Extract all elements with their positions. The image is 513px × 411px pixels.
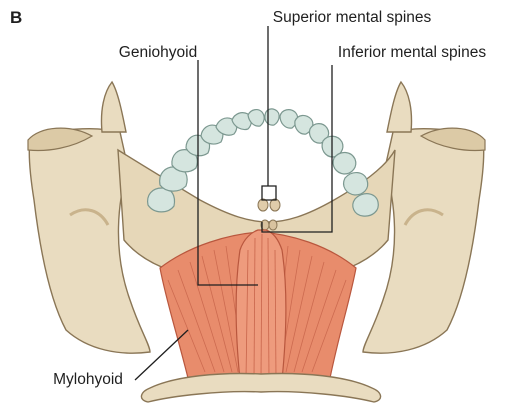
label-geniohyoid: Geniohyoid bbox=[119, 44, 197, 61]
label-superior-mental-spines: Superior mental spines bbox=[273, 9, 432, 26]
panel-letter: B bbox=[10, 8, 22, 27]
label-mylohyoid: Mylohyoid bbox=[53, 371, 123, 388]
label-inferior-mental-spines: Inferior mental spines bbox=[338, 44, 486, 61]
mental-spines bbox=[258, 199, 280, 230]
hyoid-bone bbox=[141, 374, 380, 402]
